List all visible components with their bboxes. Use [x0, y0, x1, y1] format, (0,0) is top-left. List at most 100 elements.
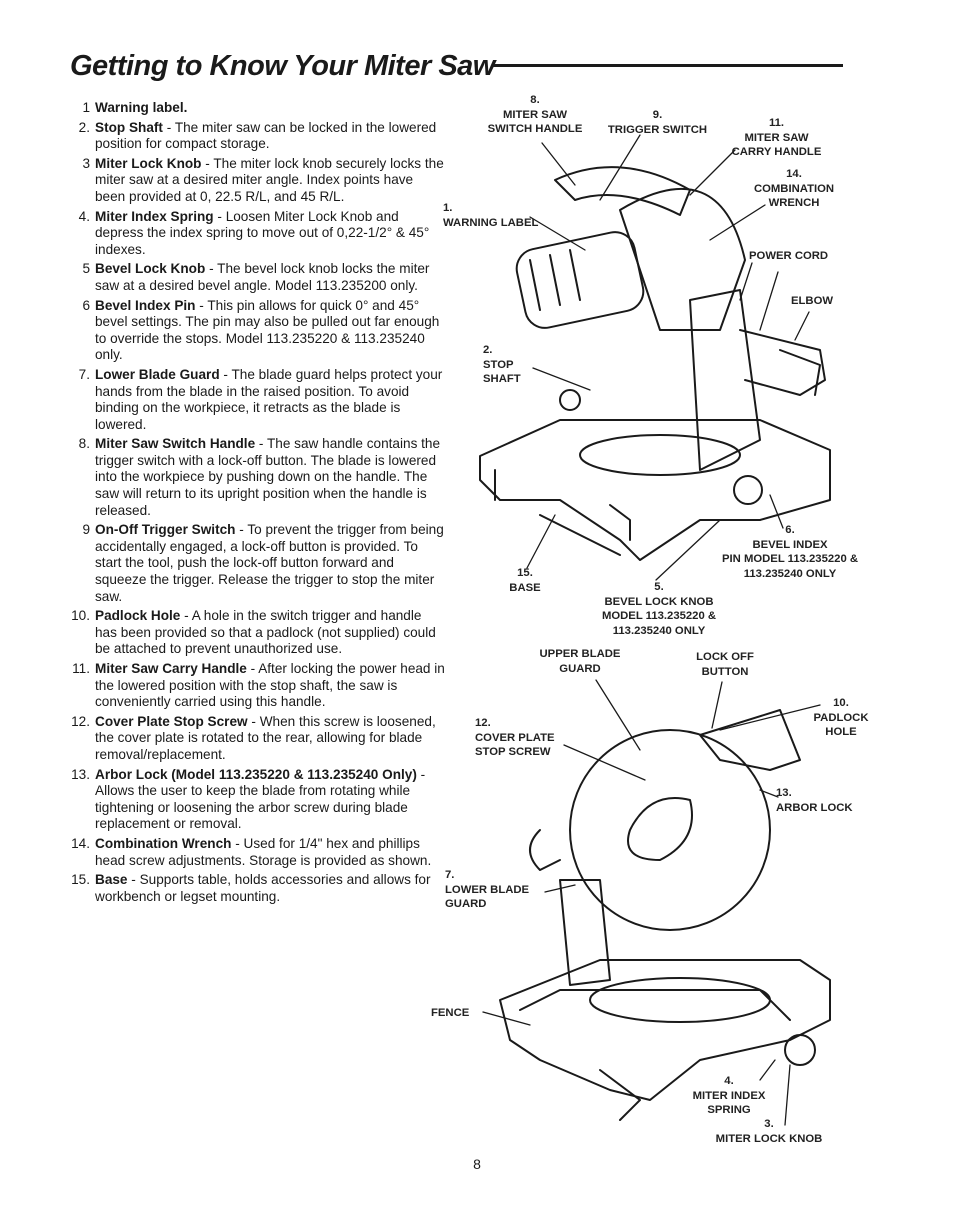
item-number: 13.	[71, 766, 90, 782]
item-term: Miter Saw Switch Handle	[95, 436, 256, 452]
item-description: The bevel lock knob locks the miter saw …	[95, 261, 430, 293]
item-term: Miter Saw Carry Handle	[95, 661, 247, 676]
item-separator: -	[213, 208, 226, 224]
item-term: On-Off Trigger Switch	[95, 522, 236, 538]
motor-top	[515, 231, 645, 329]
parts-list-item: 6 Bevel Index Pin - This pin allows for q…	[62, 298, 446, 364]
item-description: Supports table, holds accessories and al…	[95, 872, 431, 904]
page-title: Getting to Know Your Miter Saw	[70, 50, 495, 82]
fence-bottom	[519, 989, 791, 1021]
parts-list-item: 2.Stop Shaft - The miter saw can be lock…	[62, 120, 446, 153]
item-description: To prevent the trigger from being accide…	[95, 522, 444, 604]
item-separator: -	[195, 297, 208, 313]
label-trigger-switch: 9.TRIGGER SWITCH	[607, 109, 708, 136]
turntable-bottom	[589, 977, 771, 1023]
item-number: 9	[82, 522, 90, 538]
label-elbow: ELBOW	[791, 295, 834, 307]
item-number: 5	[82, 261, 90, 277]
item-number: 15.	[71, 872, 90, 888]
item-description: A hole in the switch trigger and handle …	[95, 608, 436, 657]
item-separator: -	[231, 835, 244, 851]
item-term: Padlock Hole	[95, 608, 181, 624]
item-term: Lower Blade Guard	[95, 366, 220, 382]
base-drawing-top	[479, 419, 831, 561]
parts-list-item: 9 On-Off Trigger Switch - To prevent the …	[62, 522, 446, 605]
parts-list-item: 11. Miter Saw Carry Handle - After lockin…	[62, 661, 446, 711]
parts-list-item: 14. Combination Wrench - Used for 1/4" he…	[62, 836, 446, 869]
leader-lines	[482, 134, 821, 1126]
title-rule	[493, 64, 843, 67]
parts-list: 1 Warning label. 2. Stop Shaft - The miter …	[62, 100, 446, 908]
item-term: Bevel Index Pin	[95, 297, 196, 313]
label-arbor-lock: 13.ARBOR LOCK	[776, 787, 853, 814]
item-separator: -	[235, 522, 248, 538]
item-term: Stop Shaft	[95, 119, 163, 135]
saw-arm-top	[689, 289, 761, 471]
arm-bottom	[559, 879, 611, 986]
parts-list-item: 12. Cover Plate Stop Screw - When this sc…	[62, 714, 446, 764]
item-separator: -	[416, 766, 426, 782]
item-description: Loosen Miter Lock Knob and depress the i…	[95, 208, 430, 257]
item-term: Cover Plate Stop Screw	[95, 713, 248, 729]
label-base: 15.BASE	[509, 567, 541, 594]
item-term: Base	[95, 872, 128, 888]
item-number: 10.	[71, 608, 90, 624]
item-term: Combination Wrench	[95, 835, 232, 851]
label-power-cord: POWER CORD	[749, 250, 829, 262]
item-separator: -	[219, 366, 232, 382]
item-separator: -	[255, 436, 267, 452]
item-description: This pin allows for quick 0° and 45° bev…	[95, 297, 440, 363]
item-description: The saw handle contains the trigger swit…	[95, 436, 441, 518]
item-number: 8.	[78, 436, 90, 452]
item-separator: -	[127, 872, 140, 888]
item-term: Arbor Lock (Model 113.235220 & 113.23524…	[95, 766, 417, 782]
item-term: Bevel Lock Knob	[95, 261, 206, 277]
item-number: 14.	[71, 835, 90, 851]
parts-list-item: 13. Arbor Lock (Model 113.235220 & 113.23…	[62, 767, 446, 833]
item-number: 11.	[72, 661, 90, 676]
parts-list-item: 7.Lower Blade Guard - The blade guard he…	[62, 367, 446, 433]
label-warning: 1.WARNING LABEL	[443, 202, 539, 229]
item-number: 12.	[71, 713, 90, 729]
parts-list-item: 4.Miter Index Spring - Loosen Miter Lock…	[62, 209, 446, 259]
base-drawing-bottom	[499, 959, 831, 1101]
upper-guard-bottom	[569, 729, 771, 931]
turntable-top	[579, 434, 741, 476]
parts-list-item: 1 Warning label.	[62, 100, 446, 117]
item-separator: -	[246, 661, 259, 676]
item-separator: -	[247, 713, 260, 729]
item-number: 1	[82, 100, 90, 115]
item-term: Miter Lock Knob	[95, 155, 202, 171]
item-description: The miter lock knob securely locks the m…	[95, 155, 444, 204]
item-number: 6	[82, 297, 90, 313]
upper-guard-top	[619, 187, 746, 331]
item-description: Allows the user to keep the blade from r…	[95, 783, 411, 832]
handle-top	[554, 166, 691, 216]
item-term: Warning label.	[95, 100, 188, 115]
handle-bottom	[699, 709, 801, 771]
page-number: 8	[473, 1156, 481, 1172]
parts-list-item: 8. Miter Saw Switch Handle - The saw hand…	[62, 436, 446, 519]
item-separator: -	[180, 608, 192, 624]
item-number: 4.	[78, 208, 90, 224]
item-description: When this screw is loosened, the cover p…	[95, 713, 436, 762]
item-description: After locking the power head in the lowe…	[95, 661, 445, 710]
item-number: 2.	[78, 119, 90, 135]
bevel-lock-knob-top	[733, 475, 763, 505]
item-description: Used for 1/4" hex and phillips head scre…	[95, 835, 432, 868]
parts-list-item: 10. Padlock Hole - A hole in the switch t…	[62, 608, 446, 658]
item-description: The miter saw can be locked in the lower…	[95, 119, 437, 152]
item-separator: -	[201, 155, 214, 171]
